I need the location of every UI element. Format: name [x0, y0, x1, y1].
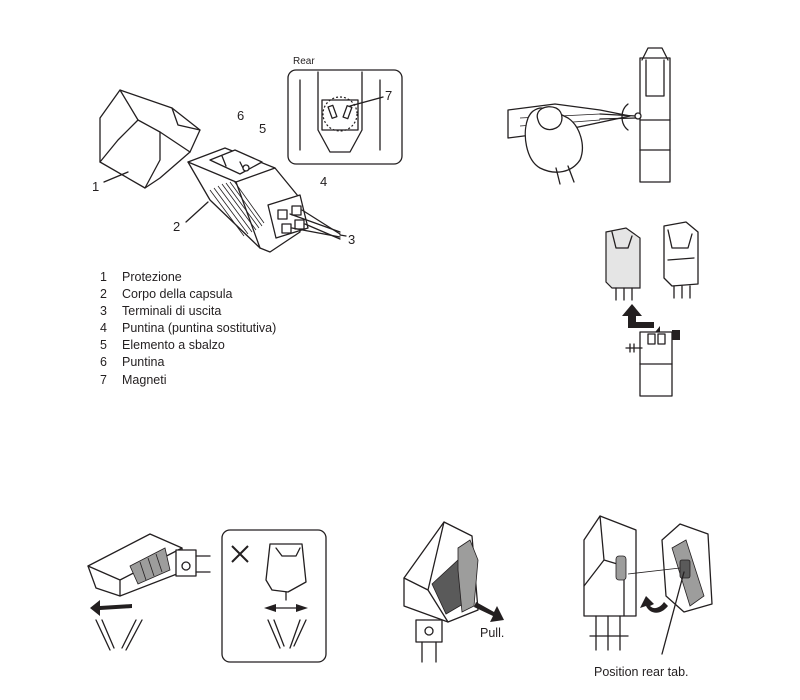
- callout-1: 1: [92, 179, 99, 194]
- legend-item: 1 Protezione: [100, 269, 276, 286]
- pull-straight-drawing: [87, 533, 211, 651]
- wrong-way-box: [221, 529, 327, 663]
- legend-number: 3: [100, 304, 107, 319]
- legend-text: Puntina (puntina sostitutiva): [122, 321, 277, 336]
- rear-inset: [287, 69, 403, 165]
- leader-1: [103, 171, 129, 183]
- legend-number: 1: [100, 270, 107, 284]
- legend-number: 4: [100, 321, 107, 336]
- callout-2: 2: [173, 219, 180, 234]
- callout-3: 3: [348, 232, 355, 247]
- legend-item: 3 Terminali di uscita: [100, 303, 276, 320]
- legend-item: 6 Puntina: [100, 354, 276, 371]
- leader-2: [185, 201, 209, 223]
- legend-text: Terminali di uscita: [122, 304, 222, 319]
- headshell-drawing: [634, 47, 671, 183]
- legend-number: 6: [100, 355, 107, 370]
- legend-item: 5 Elemento a sbalzo: [100, 337, 276, 354]
- screwdriver-drawing: [507, 103, 637, 185]
- x-mark-icon: [231, 545, 249, 563]
- legend-text: Corpo della capsula: [122, 287, 233, 302]
- legend-number: 2: [100, 287, 107, 302]
- legend-item: 7 Magneti: [100, 372, 276, 389]
- callout-7: 7: [385, 88, 392, 103]
- position-rear-tab-drawing: [583, 515, 713, 655]
- rear-label: Rear: [293, 56, 315, 67]
- callout-4: 4: [320, 174, 327, 189]
- leader-3: [339, 234, 347, 237]
- legend-text: Magneti: [122, 372, 167, 387]
- stylus-guard-drawing: [99, 89, 201, 189]
- legend-number: 5: [100, 338, 107, 353]
- legend-item: 4 Puntina (puntina sostitutiva): [100, 320, 276, 337]
- position-rear-tab-caption: Position rear tab.: [594, 665, 689, 679]
- pull-drawing: [403, 521, 504, 663]
- callout-6: 6: [237, 108, 244, 123]
- legend-number: 7: [100, 372, 107, 387]
- cartridge-swap-drawing: [605, 221, 699, 397]
- legend-item: 2 Corpo della capsula: [100, 286, 276, 303]
- legend-text: Protezione: [122, 270, 182, 284]
- parts-legend: 1 Protezione 2 Corpo della capsula 3 Termin…: [100, 269, 276, 389]
- legend-text: Puntina: [122, 355, 165, 370]
- cartridge-body-drawing: [187, 147, 341, 253]
- callout-5: 5: [259, 121, 266, 136]
- pull-caption: Pull.: [480, 626, 504, 640]
- legend-text: Elemento a sbalzo: [122, 338, 225, 353]
